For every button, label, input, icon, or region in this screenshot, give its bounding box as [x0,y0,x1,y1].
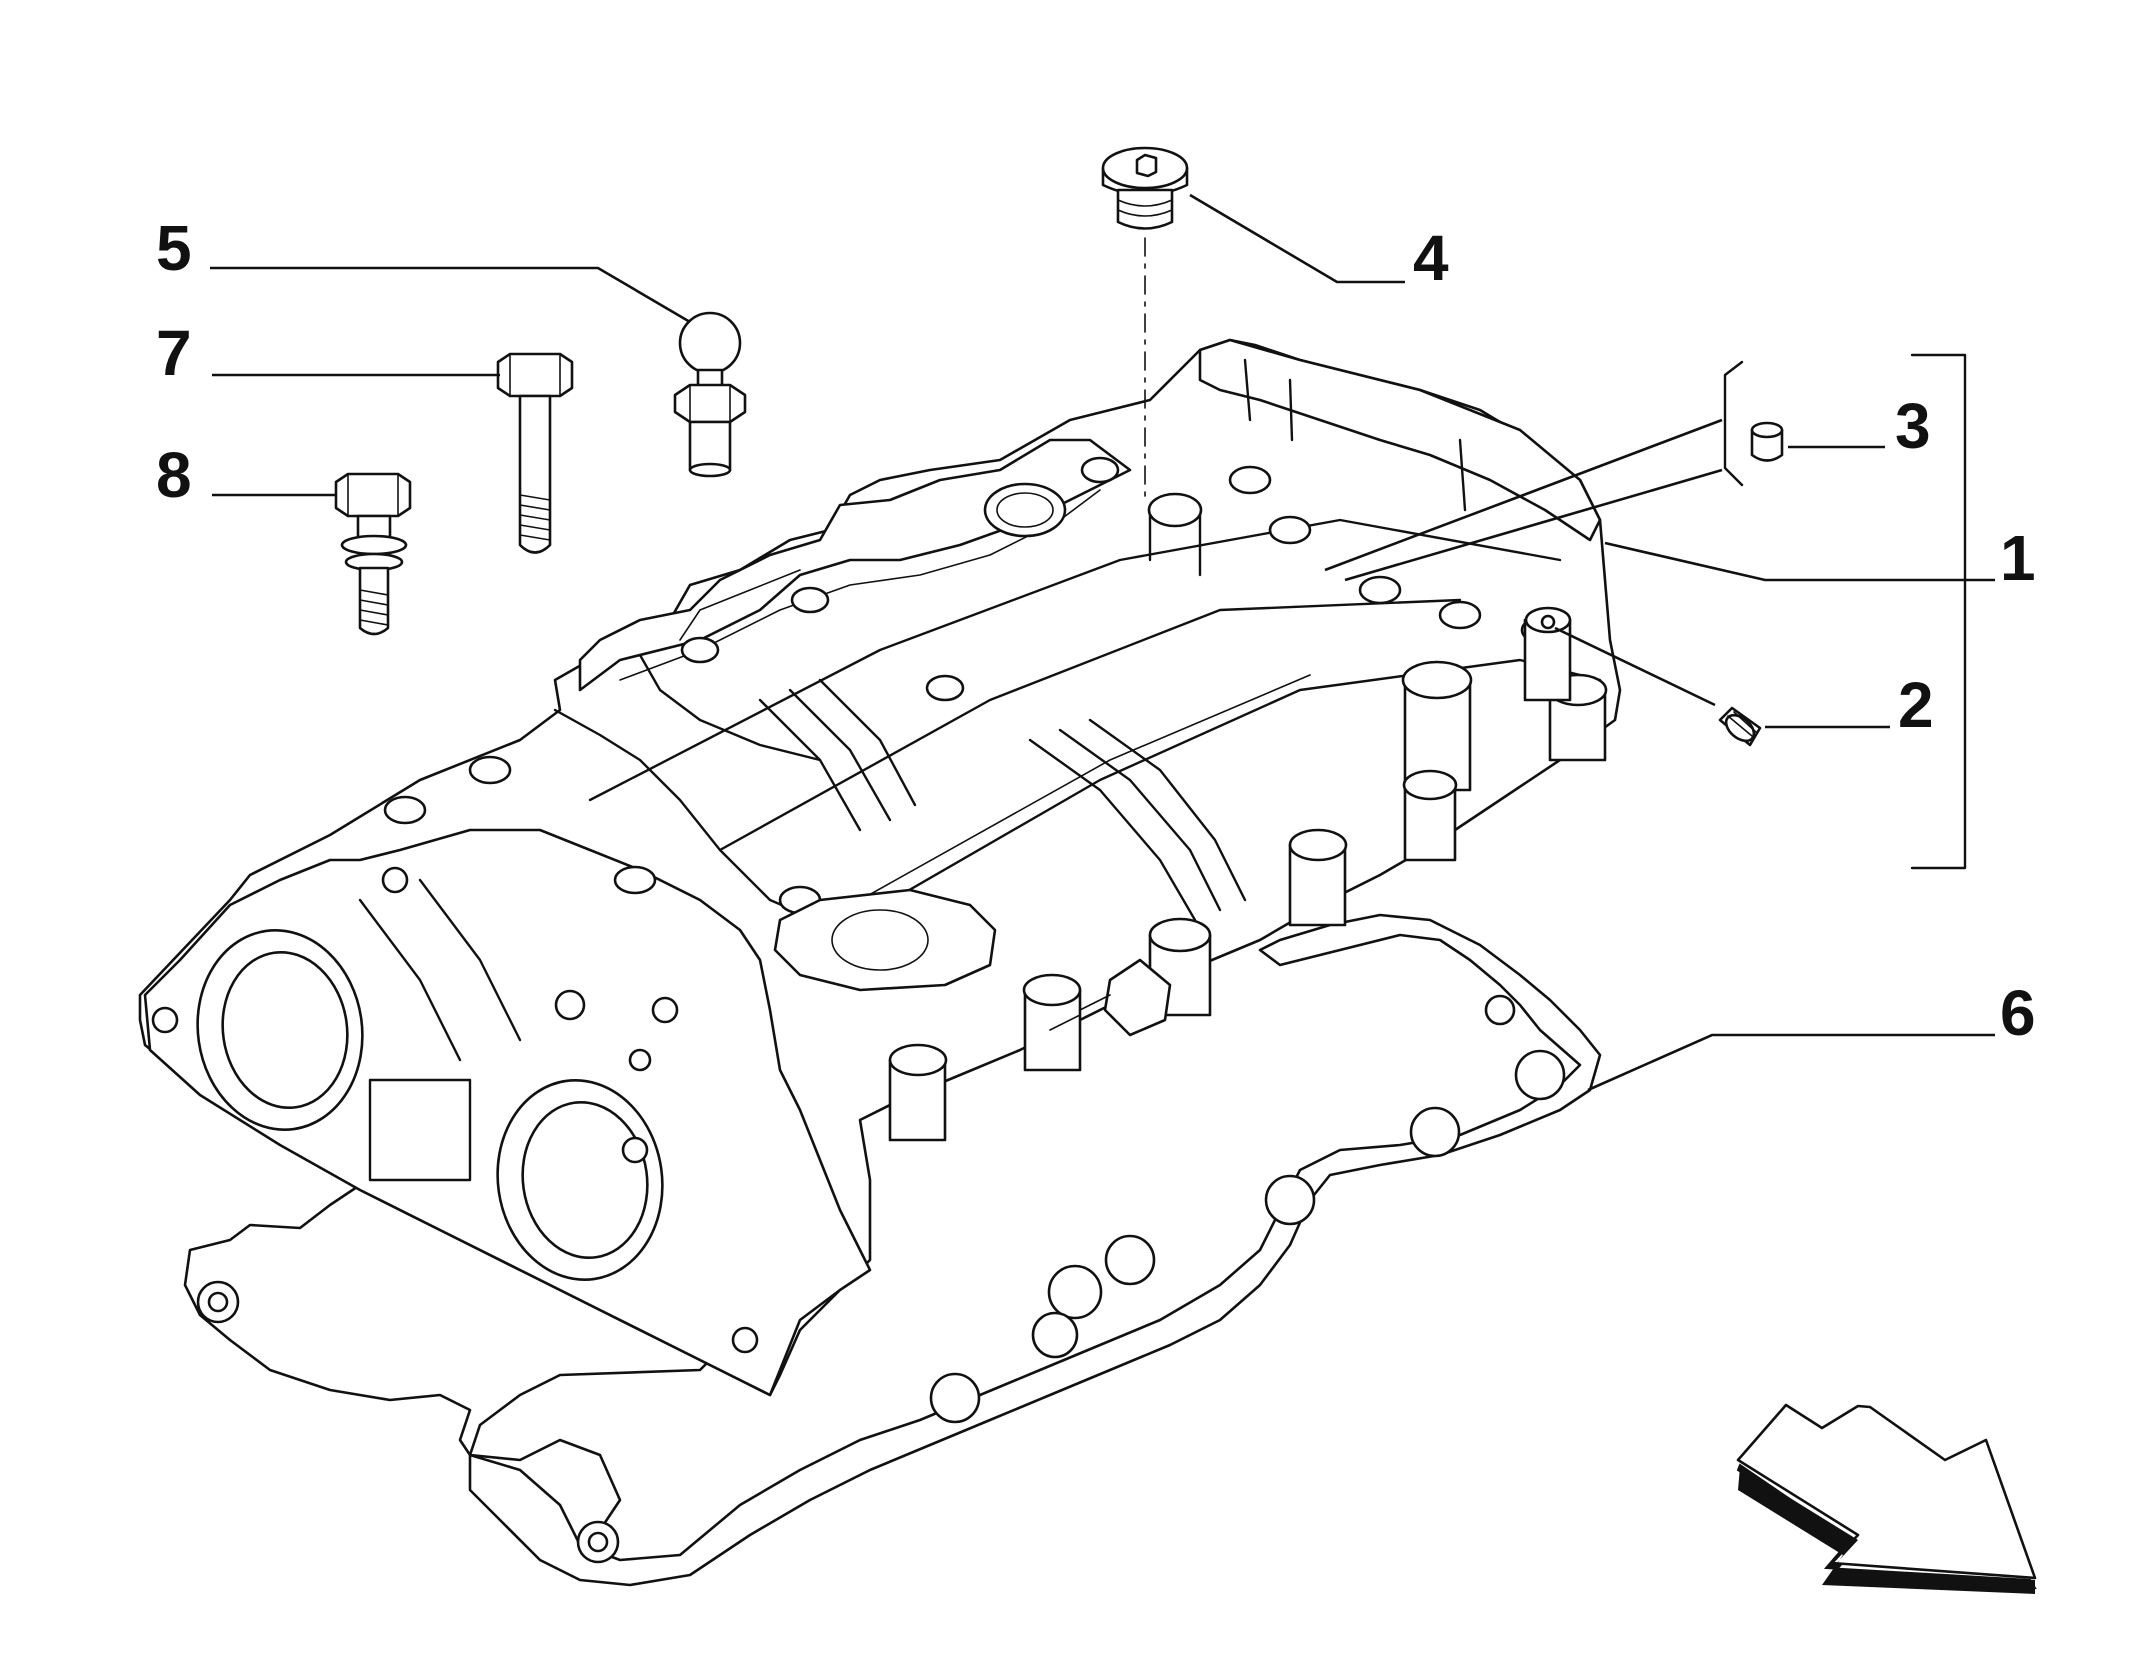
callout-5: 5 [156,212,192,284]
deck-bolt-hole [1228,465,1272,495]
deck-bolt-hole [383,795,427,825]
deck-bolt-hole [613,865,657,895]
front-face-bolt-hole [628,1048,652,1072]
callout-7: 7 [156,317,192,389]
front-face-bolt-hole [651,996,679,1024]
deck-bolt-hole [1080,456,1120,484]
deck-bolt-hole [790,586,830,614]
gasket-boss [929,1372,981,1424]
side-boss [1022,973,1082,1072]
part-3-subbracket [1723,360,1744,487]
gasket-boss [1047,1264,1103,1320]
front-face-bolt-hole [151,1006,179,1034]
gasket-boss [1031,1311,1079,1359]
callout-1: 1 [2000,522,2036,594]
deck-bolt-hole [1358,575,1402,605]
callout-numbers: 1 2 3 4 5 6 7 8 [156,212,2036,1049]
callout-2: 2 [1898,669,1934,741]
callout-8: 8 [156,439,192,511]
dowel-pin [1750,421,1784,462]
gasket-boss [576,1520,620,1564]
long-bolt [496,352,574,554]
gasket-boss [1484,994,1516,1026]
camshaft-bore-exhaust [496,1079,664,1281]
deck-bolt-hole [925,674,965,702]
deck-bolt-hole [680,636,720,664]
gasket-boss [1514,1049,1566,1101]
camshaft-bore-intake [196,929,364,1131]
front-face-bolt-hole [731,1326,759,1354]
gasket-boss [1264,1174,1316,1226]
front-face-bolt-hole [554,989,586,1021]
deck-bolt-hole [1438,600,1482,630]
direction-arrow-icon [1736,1403,2037,1594]
gasket-boss [1409,1106,1461,1158]
callout-6: 6 [2000,977,2036,1049]
gasket-boss [196,1280,240,1324]
gasket-boss [1104,1234,1156,1286]
ball-stud [673,311,747,478]
side-boss [888,1043,948,1142]
front-face-bolt-hole [381,866,409,894]
callout-4: 4 [1413,222,1449,294]
deck-bolt-hole [468,755,512,785]
grub-screw [1718,706,1762,747]
side-boss [1402,769,1458,862]
side-boss [1288,828,1348,927]
side-boss [1401,660,1473,792]
cylinder-head-cover [138,338,1622,1397]
group-bracket [1910,353,1967,870]
oil-filler-cap [1101,146,1189,230]
callout-3: 3 [1895,390,1931,462]
washer-bolt [334,472,412,636]
sensor-hole [1540,614,1556,630]
leader-lines [210,193,1995,1092]
front-face-bolt-hole [621,1136,649,1164]
deck-bolt-hole [1268,515,1312,545]
